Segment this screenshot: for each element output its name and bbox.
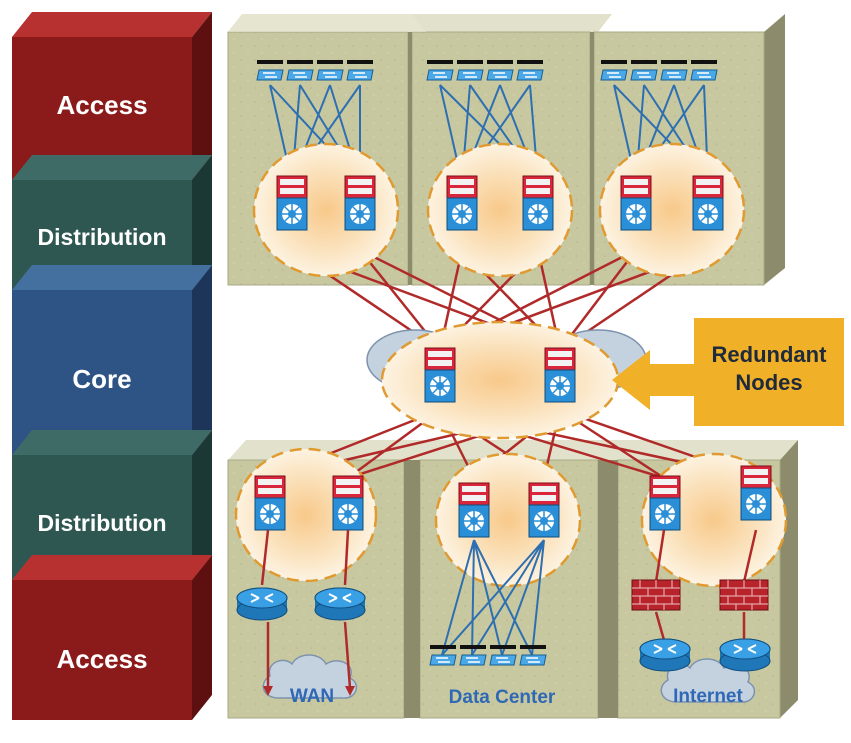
access-switch-icon [429, 644, 457, 666]
router-icon [719, 638, 771, 672]
distribution-switch-icon [276, 175, 308, 231]
layer-label-access-bottom: Access [56, 644, 147, 674]
distribution-switch-icon [740, 465, 772, 521]
redundant-nodes-callout: Redundant Nodes [612, 318, 844, 426]
router-icon [314, 587, 366, 621]
access-switch-icon [519, 644, 547, 666]
data-center-label: Data Center [449, 687, 556, 708]
distribution-switch-icon [528, 482, 560, 538]
distribution-nodes-bottom [234, 447, 788, 588]
core-node [366, 320, 647, 440]
internet-block: Internet [631, 529, 771, 707]
access-switch-icon [516, 59, 544, 81]
access-switch-icon [426, 59, 454, 81]
layer-core: Core [12, 265, 212, 455]
distribution-switch-icon [332, 475, 364, 531]
core-switch-icon [544, 347, 576, 403]
access-switch-icon [459, 644, 487, 666]
distribution-switch-icon [692, 175, 724, 231]
access-switch-icon [346, 59, 374, 81]
layer-label-core: Core [72, 364, 131, 394]
data-center-block: Data Center [429, 539, 556, 708]
layer-stack: Access Distribution Core Distribution [12, 12, 212, 720]
layer-label-access-top: Access [56, 90, 147, 120]
access-switch-icon [660, 59, 688, 81]
firewall-icon [631, 579, 681, 611]
distribution-switch-icon [344, 175, 376, 231]
core-switch-icon [424, 347, 456, 403]
layer-label-distribution-top: Distribution [37, 224, 166, 250]
access-links-top [269, 84, 709, 183]
callout-label-line2: Nodes [735, 370, 802, 395]
layer-access-bottom: Access [12, 555, 212, 720]
wan-block: WAN [236, 529, 366, 707]
firewall-icon [719, 579, 769, 611]
distribution-switch-icon [620, 175, 652, 231]
access-switch-icon [256, 59, 284, 81]
access-switch-icon [690, 59, 718, 81]
distribution-switch-icon [649, 475, 681, 531]
access-switch-icon [316, 59, 344, 81]
wan-label: WAN [290, 686, 334, 707]
core-links [267, 248, 757, 480]
distribution-switch-icon [254, 475, 286, 531]
distribution-switch-icon [522, 175, 554, 231]
access-switch-icon [486, 59, 514, 81]
distribution-switch-icon [446, 175, 478, 231]
access-switch-icon [630, 59, 658, 81]
distribution-nodes-top [252, 142, 746, 278]
access-switch-icon [489, 644, 517, 666]
router-icon [236, 587, 288, 621]
access-switch-icon [286, 59, 314, 81]
layer-label-distribution-bottom: Distribution [37, 510, 166, 536]
callout-label-line1: Redundant [712, 342, 828, 367]
access-switch-icon [456, 59, 484, 81]
distribution-switch-icon [458, 482, 490, 538]
access-switch-icon [600, 59, 628, 81]
router-icon [639, 638, 691, 672]
internet-label: Internet [673, 686, 743, 707]
